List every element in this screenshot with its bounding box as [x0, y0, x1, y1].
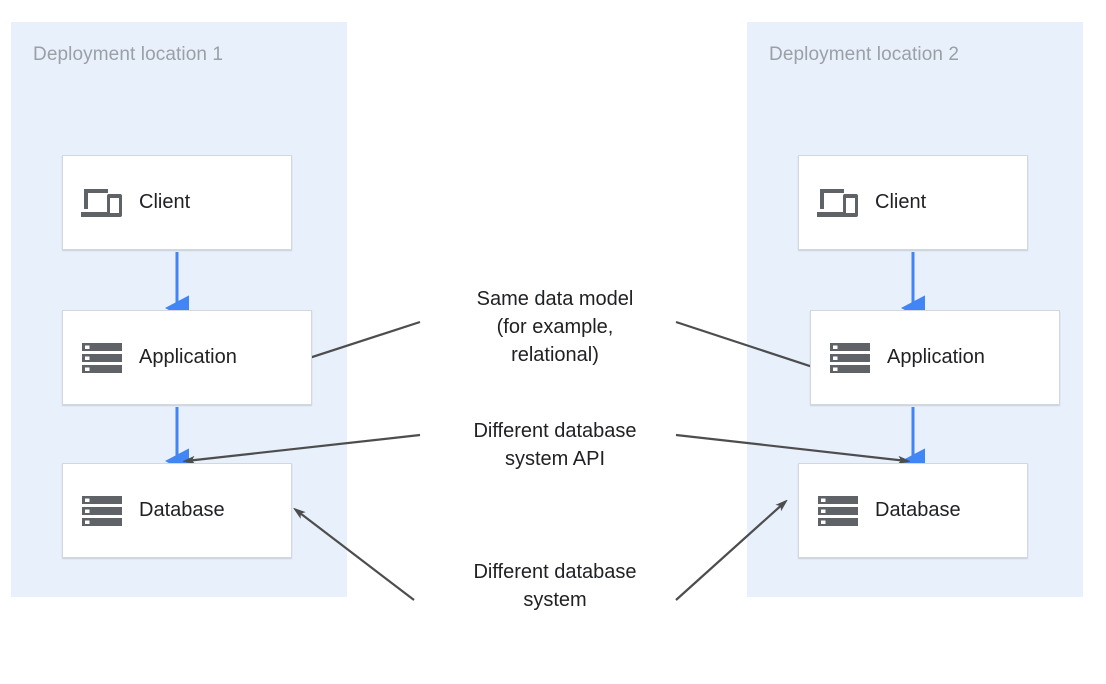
- devices-icon-glyph: [817, 188, 858, 217]
- server-icon: [81, 339, 123, 377]
- node-label-database-1: Database: [139, 499, 225, 521]
- node-database-2[interactable]: Database: [798, 463, 1028, 558]
- devices-icon: [81, 184, 123, 222]
- annotation-different-database-system: Different database system: [473, 561, 637, 611]
- server-icon: [829, 339, 871, 377]
- node-label-client-1: Client: [139, 191, 191, 213]
- zone-title-deployment-location-1: Deployment location 1: [33, 44, 224, 65]
- devices-icon-glyph: [81, 188, 122, 217]
- node-database-1[interactable]: Database: [62, 463, 292, 558]
- node-client-1[interactable]: Client: [62, 155, 292, 250]
- server-stack-icon-glyph: [82, 342, 122, 373]
- annotation-different-database-system-api: Different database system API: [473, 420, 637, 470]
- server-icon: [81, 492, 123, 530]
- server-stack-icon-glyph: [818, 495, 858, 526]
- node-label-application-2: Application: [887, 346, 985, 368]
- node-application-2[interactable]: Application: [810, 310, 1060, 405]
- node-application-1[interactable]: Application: [62, 310, 312, 405]
- server-icon: [817, 492, 859, 530]
- node-label-application-1: Application: [139, 346, 237, 368]
- node-label-client-2: Client: [875, 191, 927, 213]
- annotation-same-data-model: Same data model (for example, relational…: [476, 288, 634, 366]
- zone-title-deployment-location-2: Deployment location 2: [769, 44, 960, 65]
- server-stack-icon-glyph: [830, 342, 870, 373]
- node-label-database-2: Database: [875, 499, 961, 521]
- node-client-2[interactable]: Client: [798, 155, 1028, 250]
- devices-icon: [817, 184, 859, 222]
- server-stack-icon-glyph: [82, 495, 122, 526]
